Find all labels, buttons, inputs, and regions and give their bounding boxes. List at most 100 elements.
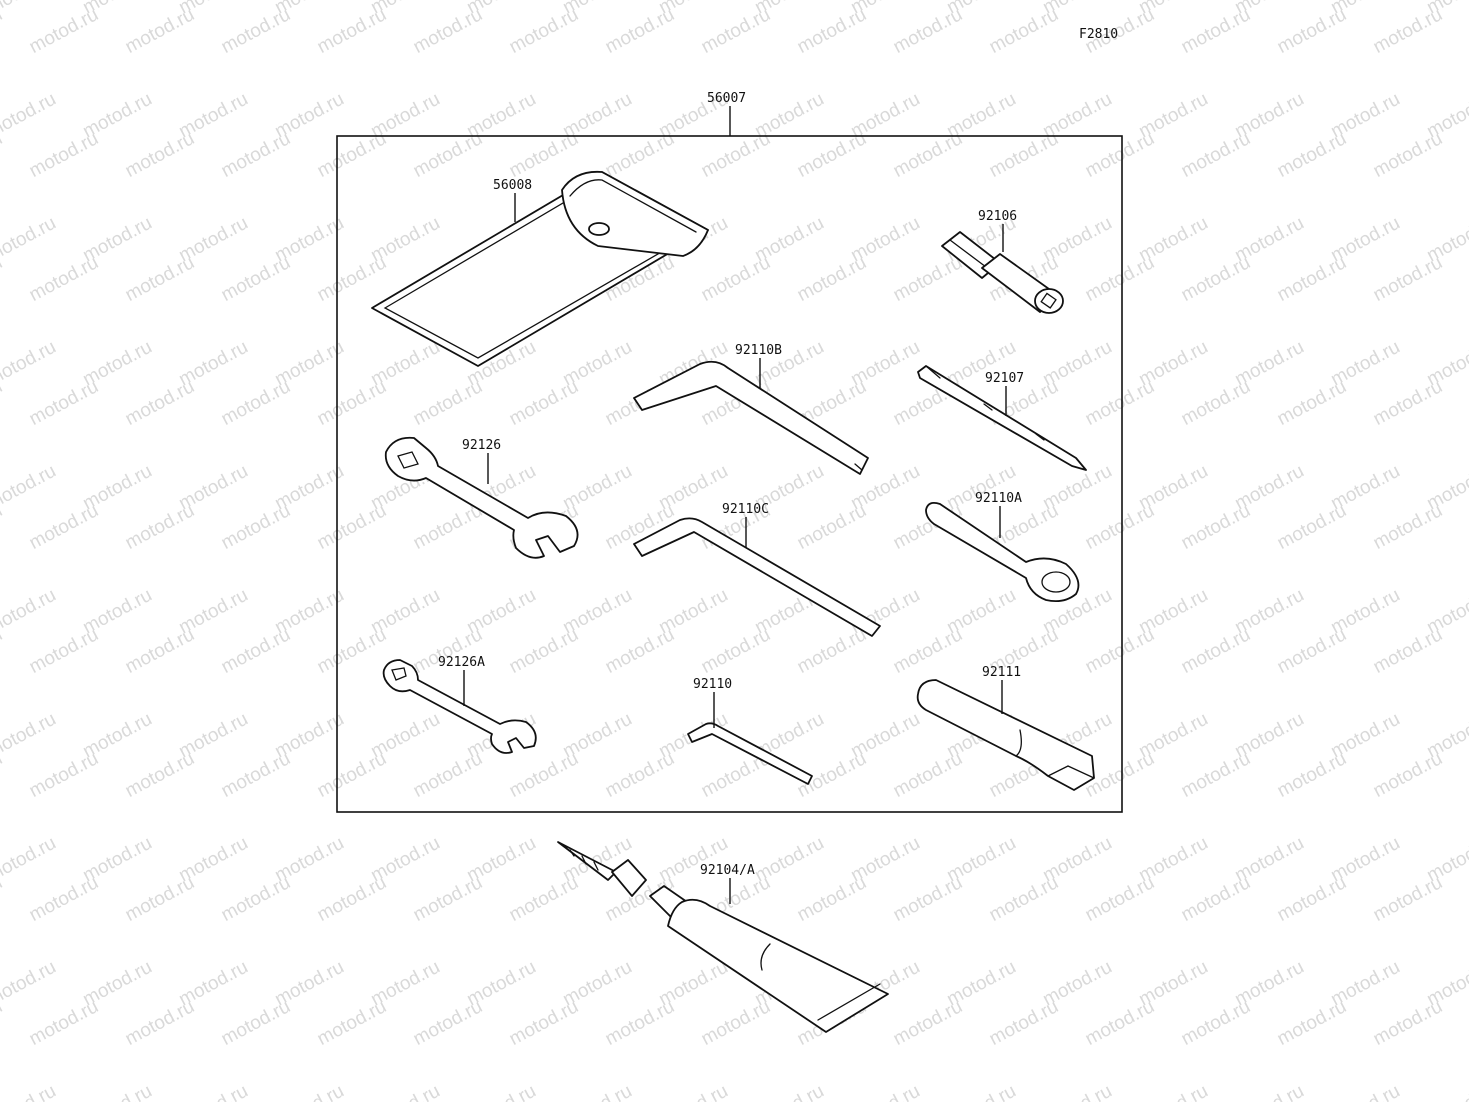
watermark-text: motod.ru [218,872,294,926]
watermark-text: motod.ru [122,4,198,58]
watermark-text: motod.ru [1178,996,1254,1050]
watermark-text: motod.ru [1370,252,1446,306]
watermark-text: motod.ru [794,252,870,306]
watermark-text: motod.ru [410,376,486,430]
label-92107[interactable]: 92107 [985,371,1024,386]
watermark-text: motod.ru [410,996,486,1050]
watermark-text: motod.ru [890,4,966,58]
watermark-text: motod.ru [314,500,390,554]
watermark-text: motod.ru [1136,1081,1212,1102]
watermark-text: motod.ru [1424,1081,1469,1102]
watermark-text: motod.ru [1370,872,1446,926]
watermark-text: motod.ru [26,872,102,926]
watermark-text: motod.ru [1232,1081,1308,1102]
kit-frame [336,135,1123,813]
watermark-text: motod.ru [0,213,60,267]
part-92107-screwdriver[interactable] [917,365,1087,471]
watermark-text: motod.ru [506,748,582,802]
watermark-text: motod.ru [794,500,870,554]
watermark-text: motod.ru [602,996,678,1050]
watermark-text: motod.ru [218,128,294,182]
part-56008-tool-pouch[interactable] [371,170,709,367]
label-92126A[interactable]: 92126A [438,655,485,670]
watermark-text: motod.ru [1370,4,1446,58]
part-92110C-l-wrench[interactable] [633,517,881,637]
watermark-text: motod.ru [1274,252,1350,306]
watermark-text: motod.ru [218,500,294,554]
watermark-text: motod.ru [1082,500,1158,554]
part-92111-handle[interactable] [916,679,1095,791]
label-92110A[interactable]: 92110A [975,491,1022,506]
part-92110-hex-key[interactable] [687,722,813,785]
part-92110B-l-wrench[interactable] [633,360,869,475]
part-92104A-grease-tube[interactable] [557,841,889,1033]
watermark-text: motod.ru [794,624,870,678]
watermark-text: motod.ru [1274,4,1350,58]
label-92110C[interactable]: 92110C [722,502,769,517]
part-92126-spanner[interactable] [384,436,579,559]
watermark-text: motod.ru [0,585,60,639]
watermark-text: motod.ru [218,252,294,306]
watermark-text: motod.ru [890,872,966,926]
watermark-text: motod.ru [506,624,582,678]
watermark-text: motod.ru [26,4,102,58]
part-92106-socket[interactable] [941,231,1064,314]
watermark-text: motod.ru [314,252,390,306]
figure-code: F2810 [1079,27,1118,42]
watermark-text: motod.ru [698,4,774,58]
watermark-text: motod.ru [986,996,1062,1050]
part-92110A-ring-wrench[interactable] [925,501,1080,603]
watermark-text: motod.ru [0,337,60,391]
watermark-text: motod.ru [944,1081,1020,1102]
watermark-text: motod.ru [26,128,102,182]
watermark-text: motod.ru [1178,252,1254,306]
watermark-text: motod.ru [1274,376,1350,430]
watermark-text: motod.ru [602,4,678,58]
watermark-text: motod.ru [1370,128,1446,182]
watermark-text: motod.ru [1178,872,1254,926]
watermark-text: motod.ru [314,376,390,430]
label-56008[interactable]: 56008 [493,178,532,193]
watermark-text: motod.ru [1040,1081,1116,1102]
watermark-text: motod.ru [410,748,486,802]
label-92110[interactable]: 92110 [693,677,732,692]
watermark-text: motod.ru [506,376,582,430]
watermark-text: motod.ru [506,872,582,926]
label-92110B[interactable]: 92110B [735,343,782,358]
label-92106[interactable]: 92106 [978,209,1017,224]
watermark-text: motod.ru [314,872,390,926]
watermark-text: motod.ru [890,252,966,306]
watermark-text: motod.ru [1370,748,1446,802]
watermark-text: motod.ru [26,996,102,1050]
watermark-text: motod.ru [0,461,60,515]
watermark-text: motod.ru [890,996,966,1050]
watermark-text: motod.ru [1274,624,1350,678]
watermark-text: motod.ru [1178,624,1254,678]
watermark-text: motod.ru [698,252,774,306]
watermark-text: motod.ru [890,748,966,802]
watermark-text: motod.ru [314,996,390,1050]
watermark-text: motod.ru [218,376,294,430]
label-92111[interactable]: 92111 [982,665,1021,680]
watermark-text: motod.ru [1178,500,1254,554]
watermark-text: motod.ru [656,1081,732,1102]
watermark-text: motod.ru [0,89,60,143]
watermark-text: motod.ru [122,624,198,678]
label-92126[interactable]: 92126 [462,438,501,453]
watermark-text: motod.ru [794,872,870,926]
part-92126A-small-spanner[interactable] [382,659,537,754]
watermark-text: motod.ru [0,833,60,887]
watermark-text: motod.ru [122,376,198,430]
label-92104A[interactable]: 92104/A [700,863,755,878]
watermark-text: motod.ru [464,1081,540,1102]
label-56007[interactable]: 56007 [707,91,746,106]
watermark-text: motod.ru [1274,996,1350,1050]
watermark-text: motod.ru [122,748,198,802]
watermark-text: motod.ru [218,996,294,1050]
watermark-text: motod.ru [1178,376,1254,430]
watermark-text: motod.ru [314,624,390,678]
watermark-text: motod.ru [26,500,102,554]
watermark-text: motod.ru [506,996,582,1050]
watermark-text: motod.ru [1178,4,1254,58]
watermark-text: motod.ru [368,1081,444,1102]
